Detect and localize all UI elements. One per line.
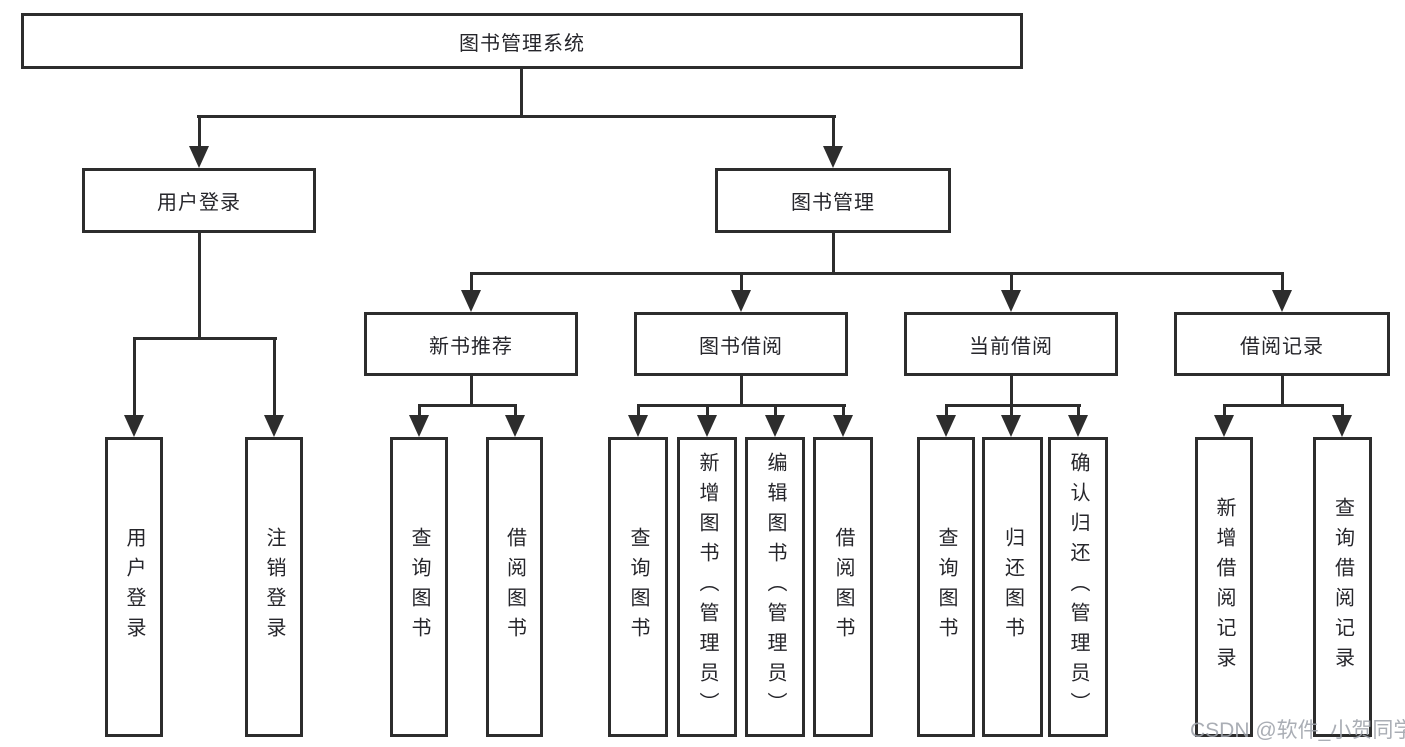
connector-line — [774, 404, 777, 417]
node-root: 图书管理系统 — [21, 13, 1023, 69]
leaf-logout-label: 注销登录 — [263, 527, 285, 647]
connector-line — [470, 376, 473, 406]
connector-line — [637, 404, 846, 407]
node-book-borrowing: 图书借阅 — [634, 312, 848, 376]
connector-line — [198, 115, 201, 148]
connector-line — [842, 404, 845, 417]
connector-line — [470, 272, 473, 294]
connector-line — [197, 115, 836, 118]
arrowhead-down-icon — [189, 146, 209, 168]
node-user-login-label: 用户登录 — [157, 192, 241, 214]
leaf-borrow-books-borrowing-label: 借阅图书 — [832, 527, 854, 647]
node-book-management-label: 图书管理 — [791, 192, 875, 214]
connector-line — [832, 115, 835, 148]
arrowhead-down-icon — [731, 290, 751, 312]
arrowhead-down-icon — [461, 290, 481, 312]
arrowhead-down-icon — [264, 415, 284, 437]
node-current-borrowing-label: 当前借阅 — [969, 335, 1053, 358]
arrowhead-down-icon — [1068, 415, 1088, 437]
leaf-add-borrow-record-label: 新增借阅记录 — [1213, 497, 1235, 677]
connector-line — [514, 404, 517, 417]
leaf-borrow-books-recommend-label: 借阅图书 — [503, 527, 526, 647]
arrowhead-down-icon — [1214, 415, 1234, 437]
leaf-query-books-borrowing: 查询图书 — [608, 437, 668, 737]
connector-line — [273, 337, 276, 417]
connector-line — [945, 404, 1081, 407]
node-borrowing-records: 借阅记录 — [1174, 312, 1390, 376]
node-new-book-recommend-label: 新书推荐 — [429, 335, 513, 358]
node-book-management: 图书管理 — [715, 168, 951, 233]
connector-line — [1341, 404, 1344, 417]
arrowhead-down-icon — [1332, 415, 1352, 437]
leaf-add-books-admin-label: 新增图书（管理员） — [696, 452, 718, 722]
connector-line — [198, 233, 201, 339]
connector-line — [832, 233, 835, 275]
leaf-user-login-label: 用户登录 — [123, 527, 145, 647]
connector-line — [1010, 404, 1013, 417]
connector-line — [740, 272, 743, 294]
node-new-book-recommend: 新书推荐 — [364, 312, 578, 376]
leaf-logout: 注销登录 — [245, 437, 303, 737]
connector-line — [1077, 404, 1080, 417]
leaf-confirm-return-admin: 确认归还（管理员） — [1048, 437, 1108, 737]
connector-line — [1281, 272, 1284, 294]
arrowhead-down-icon — [628, 415, 648, 437]
leaf-query-books-recommend-label: 查询图书 — [408, 527, 430, 647]
node-borrowing-records-label: 借阅记录 — [1240, 335, 1324, 358]
connector-line — [1281, 376, 1284, 406]
connector-line — [706, 404, 709, 417]
leaf-edit-books-admin: 编辑图书（管理员） — [745, 437, 805, 737]
leaf-query-borrow-record-label: 查询借阅记录 — [1331, 497, 1354, 677]
leaf-borrow-books-borrowing: 借阅图书 — [813, 437, 873, 737]
connector-line — [637, 404, 640, 417]
connector-line — [520, 69, 523, 117]
connector-line — [740, 376, 743, 406]
leaf-confirm-return-admin-label: 确认归还（管理员） — [1067, 452, 1089, 722]
arrowhead-down-icon — [823, 146, 843, 168]
leaf-query-borrow-record: 查询借阅记录 — [1313, 437, 1372, 737]
leaf-return-books: 归还图书 — [982, 437, 1043, 737]
connector-line — [133, 337, 277, 340]
node-user-login: 用户登录 — [82, 168, 316, 233]
csdn-watermark: CSDN @软件_小贺同学 — [1190, 719, 1405, 742]
leaf-query-books-current: 查询图书 — [917, 437, 975, 737]
arrowhead-down-icon — [505, 415, 525, 437]
arrowhead-down-icon — [833, 415, 853, 437]
node-root-label: 图书管理系统 — [459, 32, 585, 55]
leaf-add-books-admin: 新增图书（管理员） — [677, 437, 737, 737]
arrowhead-down-icon — [409, 415, 429, 437]
leaf-query-books-current-label: 查询图书 — [935, 527, 957, 647]
arrowhead-down-icon — [765, 415, 785, 437]
connector-line — [418, 404, 421, 417]
arrowhead-down-icon — [936, 415, 956, 437]
arrowhead-down-icon — [1272, 290, 1292, 312]
connector-line — [945, 404, 948, 417]
node-current-borrowing: 当前借阅 — [904, 312, 1118, 376]
node-book-borrowing-label: 图书借阅 — [699, 335, 783, 358]
arrowhead-down-icon — [1001, 415, 1021, 437]
leaf-edit-books-admin-label: 编辑图书（管理员） — [764, 452, 786, 722]
leaf-add-borrow-record: 新增借阅记录 — [1195, 437, 1253, 737]
connector-line — [470, 272, 1284, 275]
leaf-return-books-label: 归还图书 — [1001, 527, 1024, 647]
arrowhead-down-icon — [124, 415, 144, 437]
arrowhead-down-icon — [697, 415, 717, 437]
arrowhead-down-icon — [1001, 290, 1021, 312]
connector-line — [1223, 404, 1226, 417]
leaf-query-books-recommend: 查询图书 — [390, 437, 448, 737]
leaf-query-books-borrowing-label: 查询图书 — [627, 527, 649, 647]
connector-line — [418, 404, 517, 407]
connector-line — [1010, 272, 1013, 294]
leaf-borrow-books-recommend: 借阅图书 — [486, 437, 543, 737]
connector-line — [1010, 376, 1013, 406]
connector-line — [133, 337, 136, 417]
connector-line — [1223, 404, 1344, 407]
leaf-user-login: 用户登录 — [105, 437, 163, 737]
